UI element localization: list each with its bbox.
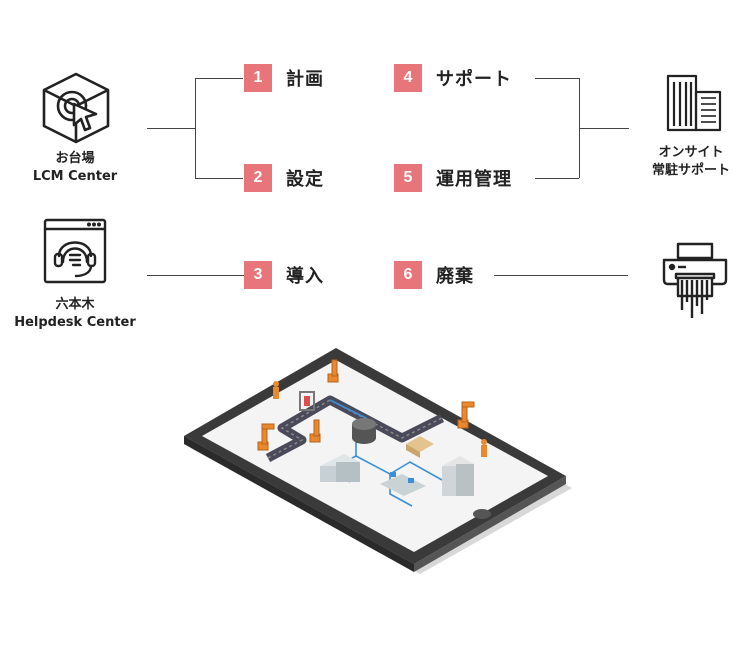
- roppongi-center-name: Helpdesk Center: [14, 315, 136, 330]
- roppongi-caption: 六本木 Helpdesk Center: [0, 296, 150, 332]
- connector-right-onsite: [579, 128, 629, 129]
- step-3: 3 導入: [244, 261, 324, 289]
- step-label: 導入: [286, 266, 324, 287]
- step-2: 2 設定: [244, 164, 324, 192]
- step-number: 1: [244, 64, 272, 92]
- connector-left-odaiba: [147, 128, 195, 129]
- connector-from-step5: [535, 178, 579, 179]
- step-4: 4 サポート: [394, 64, 512, 92]
- connector-roppongi-to-step3: [147, 275, 244, 276]
- odaiba-caption: お台場 LCM Center: [10, 150, 140, 186]
- onsite-name: オンサイト: [658, 145, 724, 160]
- tablet-factory-illustration: [180, 338, 580, 588]
- step-6: 6 廃棄: [394, 261, 474, 289]
- cube-cursor-icon: [38, 70, 114, 146]
- onsite-caption: オンサイト 常駐サポート: [636, 144, 746, 180]
- step-number: 4: [394, 64, 422, 92]
- connector-to-step1: [195, 78, 243, 79]
- onsite-support-name: 常駐サポート: [651, 163, 730, 178]
- step-number: 6: [394, 261, 422, 289]
- connector-step6-to-shredder: [494, 275, 628, 276]
- step-1: 1 計画: [244, 64, 324, 92]
- step-label: サポート: [436, 69, 512, 90]
- odaiba-name: お台場: [55, 151, 95, 166]
- step-label: 計画: [286, 69, 324, 90]
- step-label: 設定: [286, 169, 324, 190]
- step-5: 5 運用管理: [394, 164, 512, 192]
- roppongi-name: 六本木: [55, 297, 95, 312]
- headset-operator-icon: [43, 218, 107, 284]
- paper-shredder-icon: [660, 240, 730, 320]
- odaiba-center-name: LCM Center: [32, 169, 118, 184]
- connector-to-step2: [195, 178, 243, 179]
- connector-left-bracket: [195, 78, 196, 178]
- step-number: 2: [244, 164, 272, 192]
- step-label: 運用管理: [436, 169, 512, 190]
- step-number: 3: [244, 261, 272, 289]
- step-number: 5: [394, 164, 422, 192]
- step-label: 廃棄: [436, 266, 474, 287]
- connector-from-step4: [535, 78, 579, 79]
- office-buildings-icon: [664, 70, 726, 132]
